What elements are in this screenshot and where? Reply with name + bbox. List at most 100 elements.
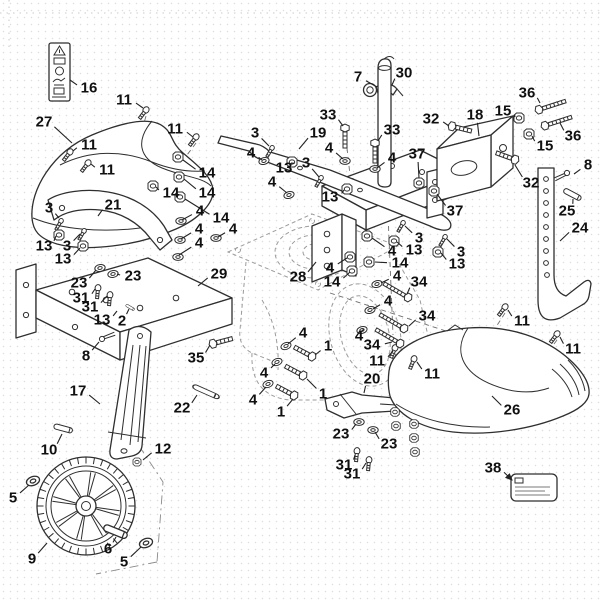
callout-23: 23 [71,275,88,292]
callout-leader-37 [436,193,446,206]
callout-11: 11 [81,137,97,154]
callout-leader-11 [186,131,194,138]
callout-11: 11 [565,341,581,358]
wheel-strut-17 [107,325,152,460]
callout-26: 26 [504,402,521,419]
callout-4: 4 [388,150,397,167]
callout-leader-1 [286,398,294,407]
callout-11: 11 [514,313,530,330]
callout-leader-8 [91,341,100,351]
callout-11: 11 [167,121,183,138]
callout-leader-24 [559,231,570,242]
callout-leader-33 [338,119,344,127]
callout-23: 23 [125,268,142,285]
callout-leader-4 [376,161,385,169]
callout-17: 17 [70,383,87,400]
callout-leader-3 [311,168,320,178]
callout-4: 4 [388,243,397,260]
callout-23: 23 [381,436,398,453]
callout-leader-4 [380,278,389,284]
support-rod-30 [377,56,395,188]
callout-12: 12 [155,441,172,458]
callout-32: 32 [423,111,440,128]
callout-leader-31 [353,454,356,460]
callout-leader-2 [126,308,130,315]
callout-leader-4 [372,304,381,310]
callout-31: 31 [336,457,353,474]
right-fender-26 [387,324,590,434]
callout-leader-31 [100,295,108,304]
callout-37: 37 [447,203,464,220]
callout-leader-30 [391,78,396,86]
left-fender-27 [31,120,214,249]
page-edge-marks [0,0,600,48]
callout-4: 4 [260,365,269,382]
callout-leader-31 [361,462,367,470]
drag-bar-24 [537,167,592,321]
callout-21: 21 [105,197,122,214]
callout-5: 5 [9,490,17,507]
callout-3: 3 [302,155,310,172]
callout-31: 31 [82,299,99,316]
callout-13: 13 [406,242,423,259]
callout-8: 8 [82,348,90,365]
callout-leader-18 [476,122,480,137]
callout-14: 14 [213,210,230,227]
callout-leader-4 [178,246,192,256]
callout-leader-14 [342,271,351,279]
callout-leader-38 [503,471,513,481]
callout-31: 31 [344,466,361,483]
callout-leader-14 [184,198,210,215]
info-sticker-38 [510,473,558,502]
callout-leader-36 [536,97,541,104]
callout-32: 32 [523,175,540,192]
callout-34: 34 [411,274,428,291]
callout-3: 3 [251,125,259,142]
callout-2: 2 [118,313,126,330]
callout-11: 11 [99,162,115,179]
callout-29: 29 [211,266,228,283]
callout-leader-13 [73,247,81,256]
callout-leader-16 [69,79,78,86]
callout-leader-12 [142,452,152,461]
callout-leader-11 [387,350,394,358]
callout-16: 16 [81,80,98,97]
callout-leader-3 [54,213,60,219]
callout-33: 33 [320,107,337,124]
callout-leader-14 [374,261,388,264]
callout-23: 23 [333,426,350,443]
callout-1: 1 [277,404,285,421]
callout-28: 28 [290,269,307,286]
callout-3: 3 [457,244,465,261]
callout-leader-13 [440,252,447,260]
callout-18: 18 [467,107,484,124]
screw-11-icon [136,105,151,121]
callout-leader-3 [404,225,413,234]
callout-leader-11 [72,147,78,152]
callout-4: 4 [384,293,393,310]
callout-leader-3 [446,238,455,247]
callout-37: 37 [409,146,426,163]
callout-13: 13 [322,189,339,206]
callout-13: 13 [55,251,72,268]
callout-leader-22 [191,394,198,404]
callout-leader-3 [261,138,270,147]
callout-leader-14 [183,178,197,190]
callout-leader-3 [73,233,81,241]
callout-leader-32 [514,164,523,178]
callout-leader-9 [37,542,48,554]
callout-22: 22 [174,400,191,417]
callout-14: 14 [392,255,409,272]
support-arm-21 [47,189,173,251]
callout-leader-21 [97,209,103,217]
callout-13: 13 [449,256,466,273]
callout-4: 4 [195,235,204,252]
callout-leader-15 [531,135,536,142]
callout-leader-4 [335,152,344,160]
callout-leader-4 [278,186,288,194]
callout-leader-37 [417,161,420,179]
hitch-bracket-18 [426,115,514,219]
callout-leader-4 [361,328,365,332]
